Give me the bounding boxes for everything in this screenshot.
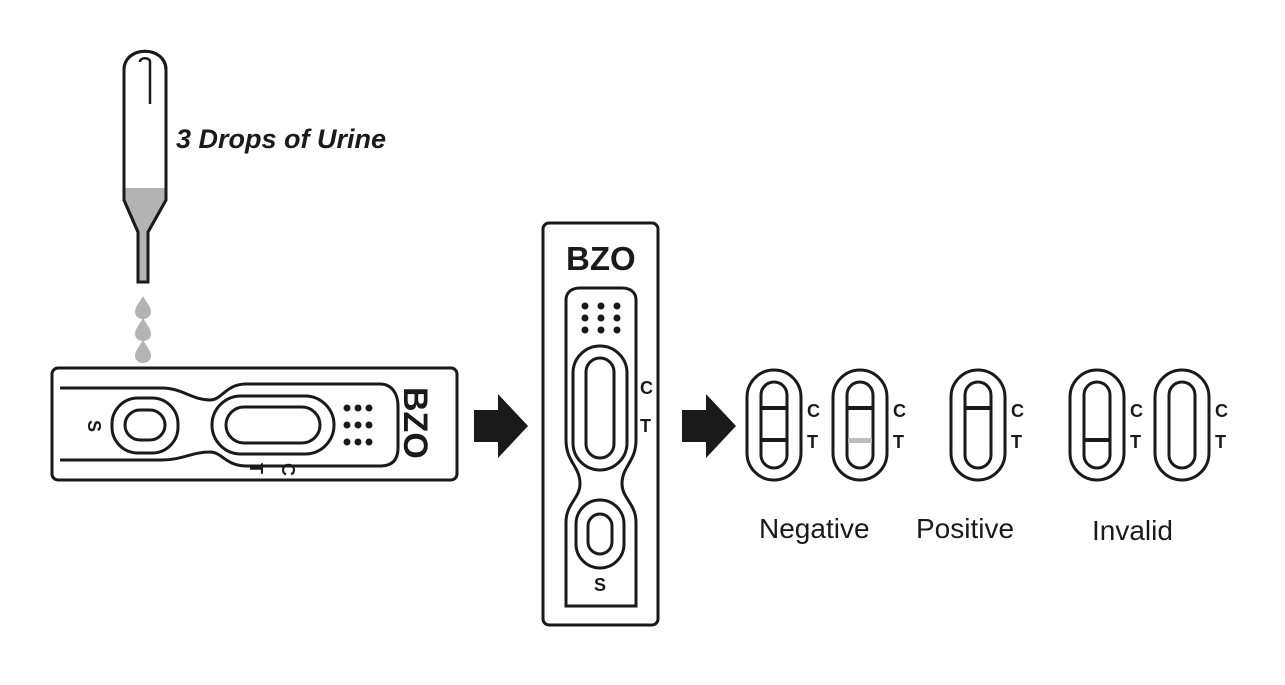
control-band xyxy=(762,406,786,410)
test-label: T xyxy=(640,416,651,436)
result-negative-strong: C T xyxy=(745,368,820,482)
test-band xyxy=(762,438,786,442)
positive-caption: Positive xyxy=(916,513,1014,544)
negative-caption: Negative xyxy=(759,513,870,544)
result-window xyxy=(210,394,336,456)
test-label: T xyxy=(246,463,266,474)
arrow-right-icon xyxy=(682,394,736,458)
grip-dots xyxy=(581,302,621,334)
result-positive: C T xyxy=(949,368,1024,482)
control-band xyxy=(966,406,990,410)
result-negative-faint: C T xyxy=(831,368,906,482)
faint-test-band xyxy=(848,438,872,443)
sample-well xyxy=(110,396,180,455)
test-label: T xyxy=(1215,432,1226,452)
test-label: T xyxy=(1130,432,1141,452)
sample-label: S xyxy=(594,575,606,595)
control-label: C xyxy=(893,401,906,421)
brand-label: BZO xyxy=(566,240,636,277)
result-window xyxy=(571,344,629,472)
result-invalid-no-lines: C T xyxy=(1153,368,1228,482)
test-band xyxy=(1085,438,1109,442)
control-label: C xyxy=(1215,401,1228,421)
cassette-vertical: BZO C T S xyxy=(541,221,660,627)
drops-instruction: 3 Drops of Urine xyxy=(176,124,386,154)
invalid-caption: Invalid xyxy=(1092,515,1173,546)
control-band xyxy=(848,406,872,410)
drop xyxy=(135,296,151,319)
drop xyxy=(135,340,151,363)
control-label: C xyxy=(1011,401,1024,421)
control-label: C xyxy=(278,463,298,476)
arrow-right-icon xyxy=(474,394,528,458)
sample-well xyxy=(574,498,626,570)
urine-drops xyxy=(135,296,151,363)
pipette xyxy=(122,49,168,284)
test-label: T xyxy=(807,432,818,452)
cassette-horizontal: BZO S C T xyxy=(50,366,459,482)
grip-dots xyxy=(343,404,373,446)
control-label: C xyxy=(1130,401,1143,421)
drop xyxy=(135,318,151,341)
sample-label: S xyxy=(84,420,104,432)
control-label: C xyxy=(640,378,653,398)
test-label: T xyxy=(893,432,904,452)
result-invalid-test-only: C T xyxy=(1068,368,1143,482)
brand-label: BZO xyxy=(396,387,434,459)
control-label: C xyxy=(807,401,820,421)
test-label: T xyxy=(1011,432,1022,452)
